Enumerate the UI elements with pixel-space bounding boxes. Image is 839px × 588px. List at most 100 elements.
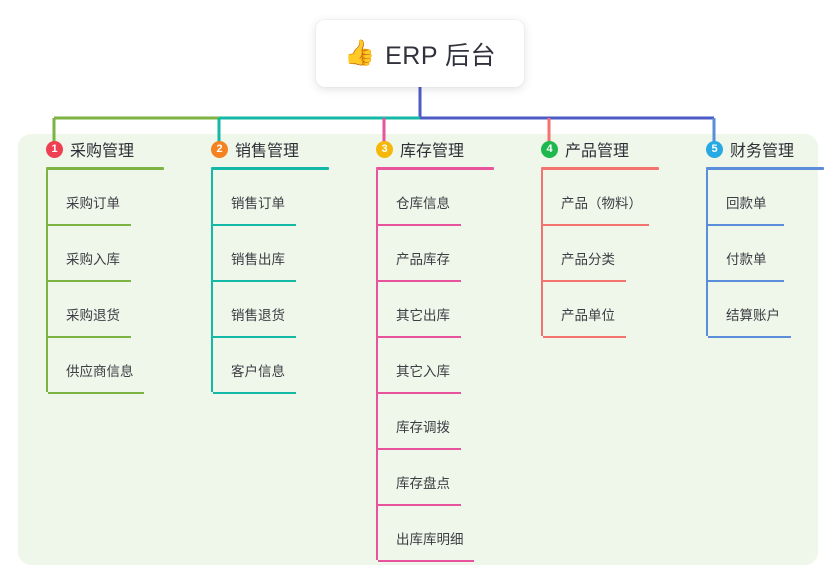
list-item[interactable]: 销售出库 — [213, 226, 329, 282]
list-item-rule — [378, 336, 461, 338]
list-item-label: 回款单 — [726, 196, 767, 211]
list-item[interactable]: 库存盘点 — [378, 450, 494, 506]
list-item[interactable]: 采购退货 — [48, 282, 164, 338]
column-badge-icon: 1 — [46, 140, 63, 158]
list-item-label: 采购退货 — [66, 308, 120, 323]
column-items: 产品（物料） 产品分类产品单位 — [523, 170, 659, 338]
list-item-label: 产品库存 — [396, 252, 450, 267]
column-title: 财务管理 — [730, 143, 795, 160]
column-header-2[interactable]: 2 销售管理 — [193, 136, 329, 162]
column-spine — [376, 170, 378, 560]
column-items: 销售订单销售出库销售退货客户信息 — [193, 170, 329, 394]
list-item[interactable]: 回款单 — [708, 170, 824, 226]
list-item-label: 销售订单 — [231, 196, 285, 211]
list-item-label: 仓库信息 — [396, 196, 450, 211]
list-item-rule — [708, 224, 784, 226]
list-item-rule — [48, 336, 131, 338]
list-item[interactable]: 客户信息 — [213, 338, 329, 394]
column-header-rule — [706, 167, 824, 170]
list-item-label: 产品分类 — [561, 252, 615, 267]
list-item[interactable]: 销售退货 — [213, 282, 329, 338]
list-item-rule — [378, 280, 461, 282]
column-header-1[interactable]: 1 采购管理 — [28, 136, 164, 162]
list-item-label: 销售出库 — [231, 252, 285, 267]
list-item[interactable]: 产品分类 — [543, 226, 659, 282]
list-item-rule — [213, 336, 296, 338]
list-item-rule — [213, 392, 296, 394]
column-1: 1 采购管理采购订单采购入库采购退货供应商信息 — [28, 136, 164, 394]
root-node-title: ERP 后台 — [385, 41, 497, 70]
column-spine — [46, 170, 48, 392]
column-title: 采购管理 — [70, 143, 135, 160]
list-item-label: 客户信息 — [231, 364, 285, 379]
column-header-rule — [376, 167, 494, 170]
list-item-rule — [378, 560, 474, 562]
list-item-rule — [708, 336, 791, 338]
list-item-rule — [378, 504, 461, 506]
list-item[interactable]: 其它入库 — [378, 338, 494, 394]
list-item[interactable]: 库存调拨 — [378, 394, 494, 450]
column-4: 4 产品管理产品（物料） 产品分类产品单位 — [523, 136, 659, 338]
diagram-panel — [18, 134, 818, 565]
list-item[interactable]: 其它出库 — [378, 282, 494, 338]
list-item-rule — [48, 392, 144, 394]
list-item-rule — [543, 280, 626, 282]
column-spine — [706, 170, 708, 336]
list-item-rule — [378, 448, 461, 450]
list-item-rule — [708, 280, 784, 282]
list-item-rule — [48, 280, 131, 282]
list-item[interactable]: 产品（物料） — [543, 170, 659, 226]
column-header-5[interactable]: 5 财务管理 — [688, 136, 824, 162]
column-header-3[interactable]: 3 库存管理 — [358, 136, 494, 162]
list-item-label: 出库库明细 — [396, 532, 464, 547]
column-header-4[interactable]: 4 产品管理 — [523, 136, 659, 162]
list-item[interactable]: 出库库明细 — [378, 506, 494, 562]
list-item[interactable]: 结算账户 — [708, 282, 824, 338]
list-item[interactable]: 产品单位 — [543, 282, 659, 338]
column-spine — [541, 170, 543, 336]
list-item-rule — [213, 280, 296, 282]
column-header-rule — [46, 167, 164, 170]
column-badge-icon: 5 — [706, 140, 723, 158]
list-item-label: 采购入库 — [66, 252, 120, 267]
column-2: 2 销售管理销售订单销售出库销售退货客户信息 — [193, 136, 329, 394]
list-item-rule — [213, 224, 296, 226]
list-item[interactable]: 采购订单 — [48, 170, 164, 226]
thumbs-up-icon: 👍 — [343, 39, 376, 67]
list-item-label: 付款单 — [726, 252, 767, 267]
list-item[interactable]: 供应商信息 — [48, 338, 164, 394]
list-item-label: 库存调拨 — [396, 420, 450, 435]
list-item-label: 产品单位 — [561, 308, 615, 323]
column-header-rule — [541, 167, 659, 170]
column-title: 库存管理 — [400, 143, 465, 160]
list-item[interactable]: 付款单 — [708, 226, 824, 282]
list-item[interactable]: 采购入库 — [48, 226, 164, 282]
column-items: 回款单付款单结算账户 — [688, 170, 824, 338]
column-title: 产品管理 — [565, 143, 630, 160]
list-item-label: 产品（物料） — [561, 196, 642, 211]
root-node-erp-backend[interactable]: 👍 ERP 后台 — [316, 20, 524, 87]
column-title: 销售管理 — [235, 143, 300, 160]
column-5: 5 财务管理回款单付款单结算账户 — [688, 136, 824, 338]
list-item-label: 其它出库 — [396, 308, 450, 323]
column-header-rule — [211, 167, 329, 170]
list-item-rule — [543, 336, 626, 338]
column-badge-icon: 2 — [211, 140, 228, 158]
list-item-rule — [378, 392, 461, 394]
list-item-label: 采购订单 — [66, 196, 120, 211]
column-items: 采购订单采购入库采购退货供应商信息 — [28, 170, 164, 394]
column-badge-icon: 4 — [541, 140, 558, 158]
list-item[interactable]: 销售订单 — [213, 170, 329, 226]
list-item-rule — [378, 224, 461, 226]
list-item[interactable]: 仓库信息 — [378, 170, 494, 226]
list-item-label: 其它入库 — [396, 364, 450, 379]
list-item-label: 库存盘点 — [396, 476, 450, 491]
list-item-label: 结算账户 — [726, 308, 780, 323]
list-item-rule — [543, 224, 649, 226]
list-item[interactable]: 产品库存 — [378, 226, 494, 282]
column-badge-icon: 3 — [376, 140, 393, 158]
column-items: 仓库信息产品库存其它出库其它入库库存调拨库存盘点出库库明细 — [358, 170, 494, 562]
list-item-label: 销售退货 — [231, 308, 285, 323]
column-spine — [211, 170, 213, 392]
list-item-rule — [48, 224, 131, 226]
